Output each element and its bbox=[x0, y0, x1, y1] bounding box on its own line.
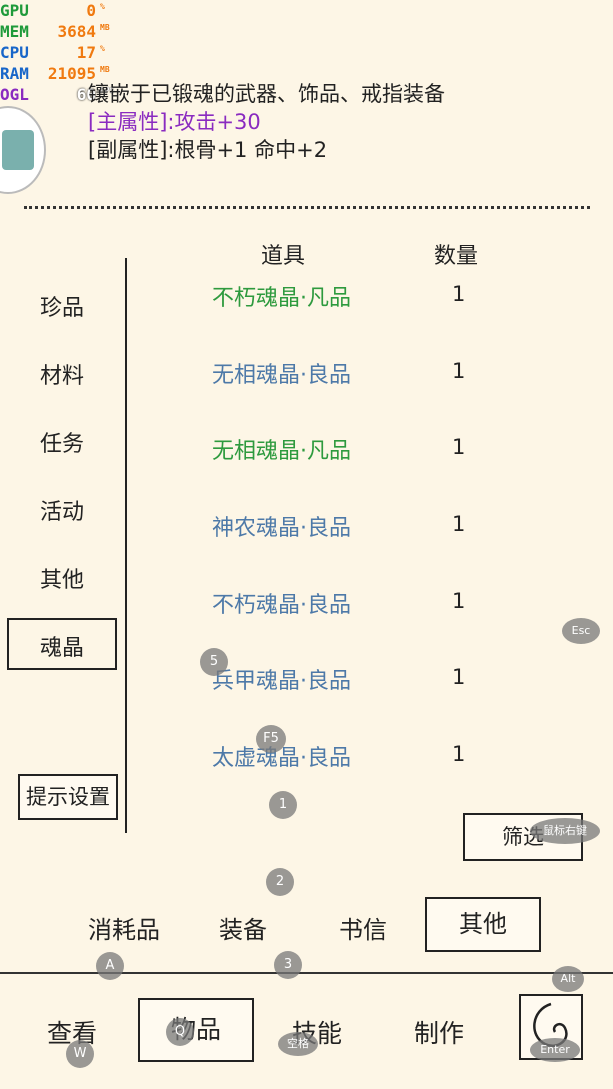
category-event[interactable]: 活动 bbox=[40, 500, 85, 525]
item-qty: 1 bbox=[452, 589, 466, 613]
item-name[interactable]: 神农魂晶·良品 bbox=[212, 516, 351, 541]
item-qty: 1 bbox=[452, 742, 466, 766]
gpu-label: GPU bbox=[0, 1, 29, 20]
item-qty: 1 bbox=[452, 435, 466, 459]
nav-craft[interactable]: 制作 bbox=[414, 1019, 465, 1048]
desc-line-1: 镶嵌于已锻魂的武器、饰品、戒指装备 bbox=[88, 82, 445, 106]
cpu-value: 17 bbox=[76, 43, 96, 62]
item-name[interactable]: 不朽魂晶·凡品 bbox=[212, 286, 351, 311]
item-name[interactable]: 兵甲魂晶·良品 bbox=[212, 669, 351, 694]
hint-settings-button[interactable]: 提示设置 bbox=[18, 774, 118, 820]
ram-label: RAM bbox=[0, 64, 29, 83]
key-hint-space: 空格 bbox=[278, 1032, 318, 1056]
category-selected-frame bbox=[7, 618, 117, 670]
item-qty: 1 bbox=[452, 282, 466, 306]
category-material[interactable]: 材料 bbox=[40, 364, 85, 389]
category-soul-crystal[interactable]: 魂晶 bbox=[40, 636, 85, 661]
category-treasure[interactable]: 珍品 bbox=[40, 296, 85, 321]
category-other[interactable]: 其他 bbox=[40, 568, 85, 593]
item-qty: 1 bbox=[452, 512, 466, 536]
gpu-value: 0 bbox=[86, 1, 96, 20]
key-hint-3: 3 bbox=[274, 951, 302, 979]
key-hint-f5: F5 bbox=[256, 725, 286, 753]
desc-sub-attr: [副属性]:根骨+1 命中+2 bbox=[88, 138, 328, 162]
key-hint-w: W bbox=[66, 1040, 94, 1068]
category-divider bbox=[125, 258, 127, 833]
key-hint-alt: Alt bbox=[552, 966, 584, 992]
item-name[interactable]: 无相魂晶·凡品 bbox=[212, 439, 351, 464]
desc-main-attr: [主属性]:攻击+30 bbox=[88, 110, 261, 134]
soul-crystal-icon bbox=[2, 130, 34, 170]
nav-items[interactable]: 物品 bbox=[138, 998, 254, 1062]
bottom-divider bbox=[0, 972, 613, 974]
item-name[interactable]: 太虚魂晶·良品 bbox=[212, 746, 351, 771]
column-header-item: 道具 bbox=[261, 244, 306, 269]
ogl-value: 60 bbox=[76, 85, 96, 104]
tab-letters[interactable]: 书信 bbox=[339, 916, 387, 944]
tab-other[interactable]: 其他 bbox=[425, 897, 541, 952]
cpu-label: CPU bbox=[0, 43, 29, 62]
column-header-qty: 数量 bbox=[434, 244, 479, 269]
mem-unit: MB bbox=[100, 23, 110, 32]
ogl-unit: FPS bbox=[100, 86, 115, 95]
key-hint-5: 5 bbox=[200, 648, 228, 676]
cpu-unit: % bbox=[100, 44, 105, 53]
item-avatar[interactable] bbox=[0, 106, 46, 194]
item-description: 镶嵌于已锻魂的武器、饰品、戒指装备 [主属性]:攻击+30 [副属性]:根骨+1… bbox=[88, 80, 445, 164]
gpu-unit: % bbox=[100, 2, 105, 11]
key-hint-right-mouse: 鼠标右键 bbox=[530, 818, 600, 844]
tab-equipment[interactable]: 装备 bbox=[219, 916, 267, 944]
key-hint-a: A bbox=[96, 952, 124, 980]
item-qty: 1 bbox=[452, 665, 466, 689]
item-qty: 1 bbox=[452, 359, 466, 383]
key-hint-1: 1 bbox=[269, 791, 297, 819]
ogl-label: OGL bbox=[0, 85, 29, 104]
key-hint-esc: Esc bbox=[562, 618, 600, 644]
key-hint-2: 2 bbox=[266, 868, 294, 896]
ram-value: 21095 bbox=[47, 64, 96, 83]
category-quest[interactable]: 任务 bbox=[40, 432, 85, 457]
item-name[interactable]: 无相魂晶·良品 bbox=[212, 363, 351, 388]
mem-label: MEM bbox=[0, 22, 29, 41]
mem-value: 3684 bbox=[57, 22, 96, 41]
key-hint-q: Q bbox=[166, 1018, 194, 1046]
dotted-divider bbox=[24, 206, 590, 213]
ram-unit: MB bbox=[100, 65, 110, 74]
item-name[interactable]: 不朽魂晶·良品 bbox=[212, 593, 351, 618]
tab-consumables[interactable]: 消耗品 bbox=[88, 916, 160, 944]
key-hint-enter: Enter bbox=[530, 1038, 580, 1062]
